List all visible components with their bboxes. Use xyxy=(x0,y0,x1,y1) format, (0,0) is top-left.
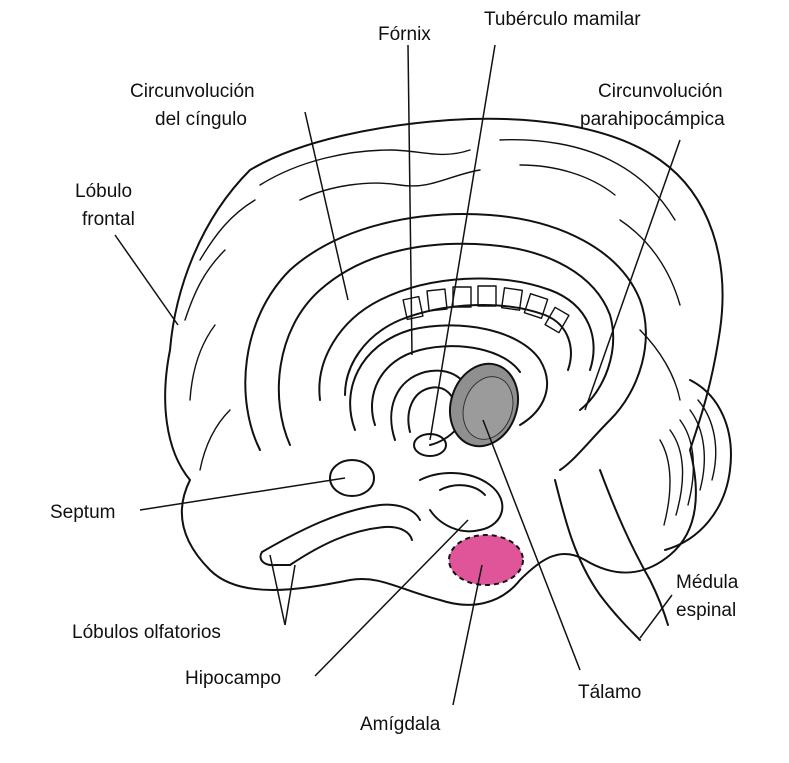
cortex-gyrus xyxy=(520,165,615,195)
cortex-gyrus xyxy=(200,200,255,260)
cerebellum-fold xyxy=(660,440,670,525)
label-septum: Septum xyxy=(50,502,115,523)
cortex-gyrus xyxy=(190,325,215,400)
brainstem xyxy=(555,480,640,640)
leader-parahipo xyxy=(585,140,680,410)
leader-amigdala xyxy=(453,565,482,705)
label-medula-line1: Médula xyxy=(676,572,739,593)
amygdala xyxy=(449,535,523,585)
leader-frontal xyxy=(115,235,178,325)
label-olfatorios: Lóbulos olfatorios xyxy=(72,622,221,643)
label-talamo: Tálamo xyxy=(578,682,641,703)
olfactory-tract-lower xyxy=(290,527,412,565)
corpus-callosum xyxy=(319,279,593,400)
cortex-gyrus xyxy=(300,170,480,200)
label-hipocampo: Hipocampo xyxy=(185,668,281,689)
leader-medula xyxy=(640,595,672,638)
olfactory-bulb xyxy=(261,552,290,565)
label-parahipo-line2: parahipocámpica xyxy=(580,109,725,130)
leader-fornix xyxy=(408,45,412,355)
hippocampus-shape-inner xyxy=(440,485,485,495)
label-fornix: Fórnix xyxy=(378,24,431,45)
leader-hipocampo xyxy=(315,520,468,676)
label-medula-line2: espinal xyxy=(676,600,736,621)
brain-outline xyxy=(165,119,722,605)
label-frontal-line2: frontal xyxy=(82,209,135,230)
leader-septum xyxy=(140,478,345,510)
label-cingulo-line1: Circunvolución xyxy=(130,81,255,102)
cerebellum-fold xyxy=(698,400,716,480)
label-tuberculo-mamilar: Tubérculo mamilar xyxy=(484,9,641,30)
leader-olfatorios-2 xyxy=(285,565,295,625)
cortex-gyrus xyxy=(260,150,470,185)
cortex-gyrus xyxy=(200,410,230,470)
label-amigdala: Amígdala xyxy=(360,714,441,735)
label-cingulo-line2: del cíngulo xyxy=(155,109,247,130)
label-parahipo-line1: Circunvolución xyxy=(598,81,723,102)
septum-body xyxy=(330,460,374,496)
brainstem-back xyxy=(600,470,668,625)
cerebellum-fold xyxy=(670,430,683,515)
label-frontal-line1: Lóbulo xyxy=(75,181,132,202)
cerebellum xyxy=(665,380,731,550)
hippocampus-shape xyxy=(420,473,502,531)
cortex-gyrus xyxy=(620,220,680,305)
